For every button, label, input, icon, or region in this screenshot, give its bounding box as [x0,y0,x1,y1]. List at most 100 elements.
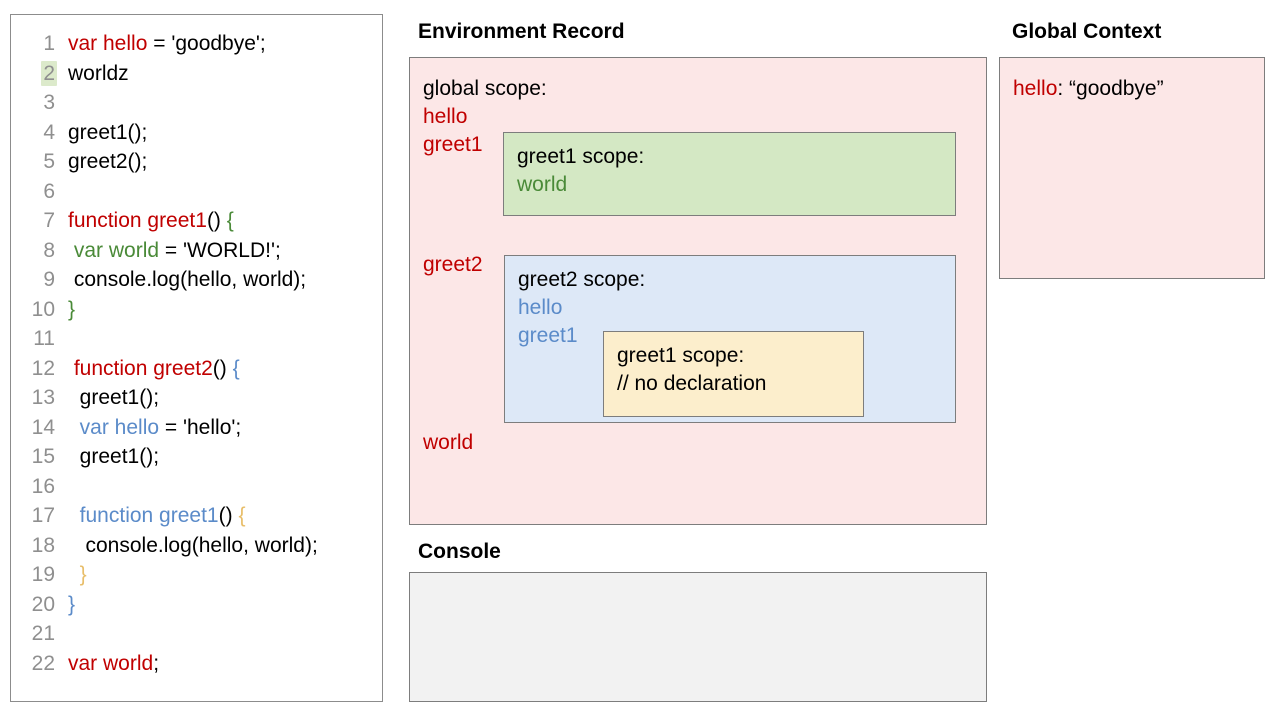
code-line-text: greet1(); [57,118,147,148]
code-line[interactable]: 21 [11,619,382,649]
code-line[interactable]: 19 } [11,560,382,590]
code-line[interactable]: 20} [11,590,382,620]
code-line[interactable]: 18 console.log(hello, world); [11,531,382,561]
code-token [68,416,80,439]
code-line-number: 19 [31,563,55,586]
environment-record-global-scope-box: global scope: hello greet1 greet2 world … [409,57,987,525]
code-line-text: } [57,560,87,590]
global-context-entry: hello: “goodbye” [1013,75,1164,103]
code-line-number: 1 [43,32,55,55]
greet1-scope-label: greet1 scope: [517,145,645,168]
code-line-text: function greet1() { [57,206,234,236]
code-line-text: console.log(hello, world); [57,265,306,295]
code-line[interactable]: 4 greet1(); [11,118,382,148]
code-line-number: 9 [43,268,55,291]
code-line[interactable]: 6 [11,177,382,207]
code-token: function greet2 [73,356,213,380]
code-token: } [68,592,76,616]
code-line-text: } [57,590,75,620]
nested-greet1-scope-box: greet1 scope: // no declaration [603,331,864,417]
global-scope-var-greet2: greet2 [423,253,483,276]
code-line[interactable]: 8 var world = 'WORLD!'; [11,236,382,266]
code-line-number: 14 [31,415,55,439]
code-token: = 'hello'; [159,415,242,439]
code-token: var hello [79,415,160,439]
code-line-number: 3 [43,91,55,114]
code-line-text: greet2(); [57,147,147,177]
code-token: greet1(); [68,120,148,144]
global-scope-var-hello: hello [423,105,468,128]
code-line-number: 2 [41,60,57,86]
global-scope-var-world: world [423,431,474,454]
code-token: { [232,356,240,380]
code-line-text: var hello = 'goodbye'; [57,29,266,59]
code-token: var world [73,238,160,262]
code-token: { [226,209,234,232]
code-token: greet2(); [68,150,148,173]
code-line-text: console.log(hello, world); [57,531,318,561]
code-token: var world [68,651,154,675]
code-line-number: 12 [31,356,55,380]
console-output [410,573,986,593]
code-line[interactable]: 5 greet2(); [11,147,382,177]
code-token: { [238,504,246,527]
code-line-text: greet1(); [57,442,159,472]
code-line-number: 17 [31,504,55,527]
code-line[interactable]: 15 greet1(); [11,442,382,472]
code-line-number: 7 [43,209,55,232]
nested-greet1-scope-label: greet1 scope: [617,344,745,367]
code-line-text: worldz [57,59,129,89]
code-line-text: var hello = 'hello'; [57,413,242,443]
code-line[interactable]: 17 function greet1() { [11,501,382,531]
code-line-number: 4 [43,120,55,144]
environment-record-title: Environment Record [418,20,625,43]
code-line[interactable]: 13 greet1(); [11,383,382,413]
code-line[interactable]: 9 console.log(hello, world); [11,265,382,295]
console-box[interactable] [409,572,987,702]
code-line-number: 5 [43,150,55,173]
code-line[interactable]: 11 [11,324,382,354]
code-line[interactable]: 10} [11,295,382,325]
global-context-title: Global Context [1012,20,1162,43]
code-line[interactable]: 14 var hello = 'hello'; [11,413,382,443]
code-line-number: 15 [31,445,55,468]
code-line-text: function greet2() { [57,354,240,384]
code-line-number: 10 [31,297,55,321]
code-token: = 'WORLD!'; [159,238,281,262]
code-token: console.log(hello, world); [68,533,318,557]
greet2-scope-var-hello: hello [518,296,563,319]
code-line-number: 11 [33,327,55,350]
code-token: ; [153,651,160,675]
code-token [68,563,80,586]
code-token: = 'goodbye'; [147,32,266,55]
code-line-text: var world; [57,649,159,679]
code-line-number: 21 [31,622,55,645]
greet1-scope-box: greet1 scope: world [503,132,956,216]
greet2-scope-var-greet1: greet1 [518,324,578,347]
code-line[interactable]: 3 [11,88,382,118]
global-scope-var-greet1: greet1 [423,133,483,156]
code-token: () [212,356,233,380]
code-line-text: function greet1() { [57,501,246,531]
code-line[interactable]: 16 [11,472,382,502]
code-token: function greet1 [79,504,219,527]
code-token: } [79,563,87,586]
greet1-scope-var-world: world [517,173,568,196]
code-line-number: 18 [31,533,55,557]
code-line-number: 22 [31,651,55,675]
nested-greet1-scope-note: // no declaration [617,372,767,395]
code-line-text: var world = 'WORLD!'; [57,236,281,266]
code-token: greet1(); [68,386,160,409]
global-scope-label: global scope: [423,77,547,100]
global-context-entry-value: “goodbye” [1069,77,1164,100]
code-line-number: 13 [31,386,55,409]
global-context-entry-key: hello [1013,77,1058,100]
code-line[interactable]: 12 function greet2() { [11,354,382,384]
code-token: } [68,297,76,321]
